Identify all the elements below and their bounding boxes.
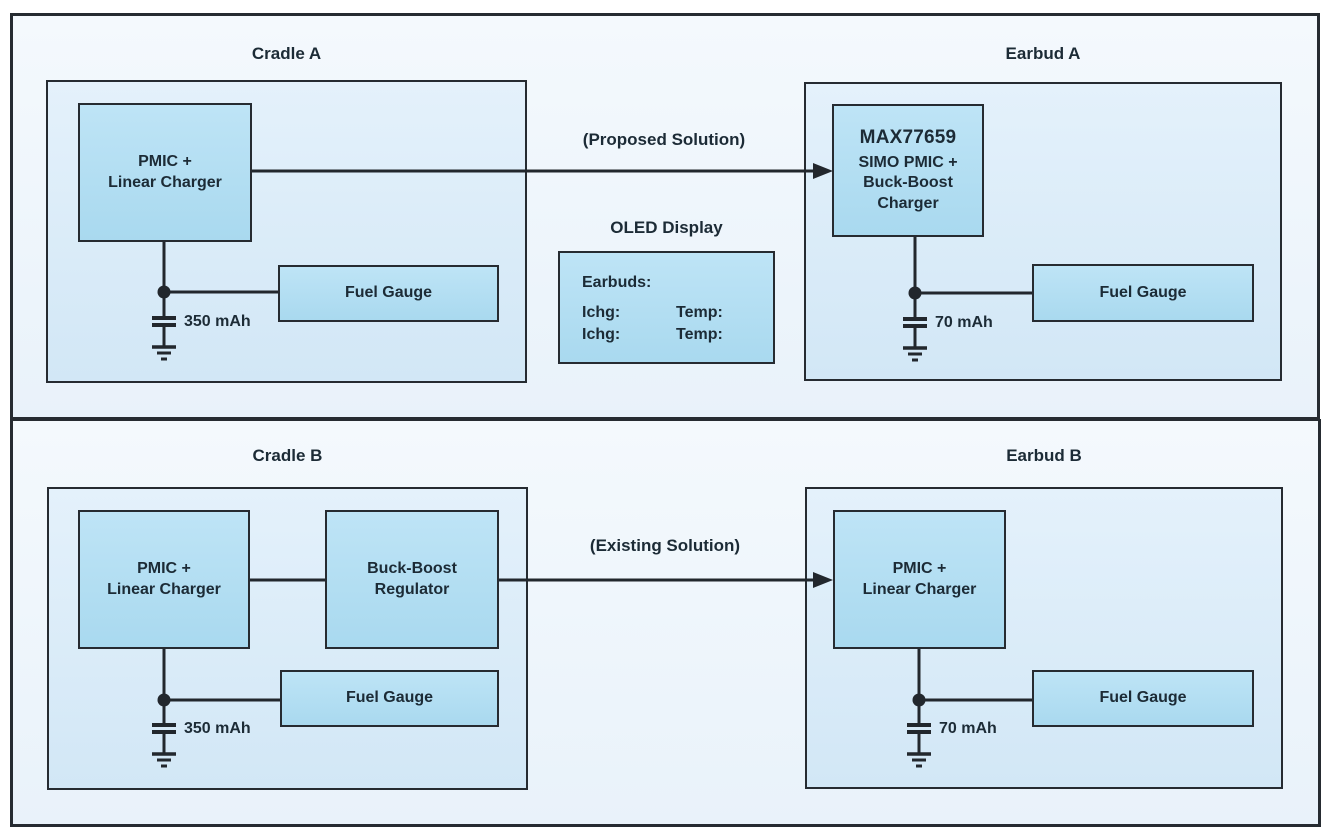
battery-capacity-earbud-b: 70 mAh (939, 720, 997, 737)
earbud-b-title: Earbud B (1006, 446, 1082, 465)
battery-capacity-cradle-a: 350 mAh (184, 313, 251, 330)
oled-ichg-2: Ichg: (582, 326, 621, 343)
pmic-linear-charger-block-cradle-b: PMIC + Linear Charger (78, 510, 250, 649)
block-label: PMIC + Linear Charger (107, 559, 221, 598)
fuel-gauge-block-cradle-a: Fuel Gauge (278, 265, 499, 322)
pmic-linear-charger-block-earbud-b: PMIC + Linear Charger (833, 510, 1006, 649)
max77659-block-earbud-a: MAX77659 SIMO PMIC + Buck-Boost Charger (832, 104, 984, 237)
battery-capacity-earbud-a: 70 mAh (935, 314, 993, 331)
block-label: Fuel Gauge (344, 284, 433, 302)
oled-temp-1: Temp: (676, 304, 723, 321)
cradle-b-title: Cradle B (252, 446, 323, 465)
block-label: PMIC + Linear Charger (862, 559, 977, 598)
chip-description: SIMO PMIC + Buck-Boost Charger (858, 153, 958, 213)
buck-boost-regulator-block-cradle-b: Buck-Boost Regulator (325, 510, 499, 649)
chip-name: MAX77659 (859, 126, 957, 148)
proposed-solution-label: (Proposed Solution) (582, 130, 746, 149)
oled-display-box: Earbuds: Ichg: Temp: Ichg: Temp: (558, 251, 775, 364)
block-label: PMIC + Linear Charger (108, 152, 222, 191)
block-label: Fuel Gauge (345, 689, 434, 707)
block-label: Fuel Gauge (1099, 689, 1187, 707)
oled-display-title: OLED Display (610, 218, 723, 237)
cradle-a-title: Cradle A (251, 44, 322, 63)
block-label: Buck-Boost Regulator (367, 559, 457, 598)
block-label: Fuel Gauge (1099, 283, 1187, 301)
fuel-gauge-block-earbud-b: Fuel Gauge (1032, 670, 1254, 727)
fuel-gauge-block-earbud-a: Fuel Gauge (1032, 264, 1254, 322)
existing-solution-label: (Existing Solution) (589, 536, 741, 555)
pmic-linear-charger-block-cradle-a: PMIC + Linear Charger (78, 103, 252, 242)
battery-capacity-cradle-b: 350 mAh (184, 720, 251, 737)
earbud-a-title: Earbud A (1005, 44, 1081, 63)
oled-header: Earbuds: (582, 274, 652, 291)
oled-ichg-1: Ichg: (582, 304, 621, 321)
fuel-gauge-block-cradle-b: Fuel Gauge (280, 670, 499, 727)
oled-temp-2: Temp: (676, 326, 723, 343)
